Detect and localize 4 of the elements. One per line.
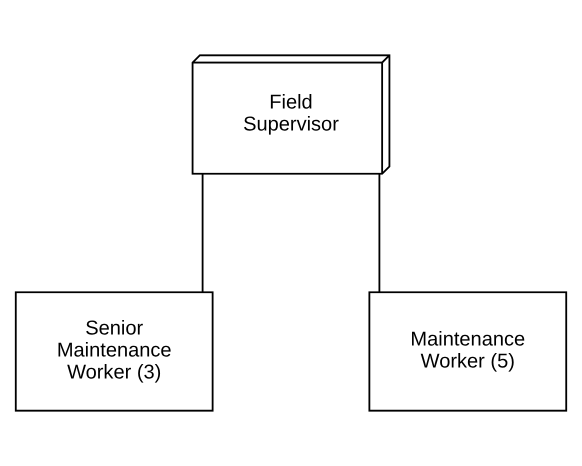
connector xyxy=(202,174,204,292)
node-box: Maintenance Worker (5) xyxy=(368,291,568,412)
connector xyxy=(378,174,380,292)
node-box: Senior Maintenance Worker (3) xyxy=(14,291,214,412)
